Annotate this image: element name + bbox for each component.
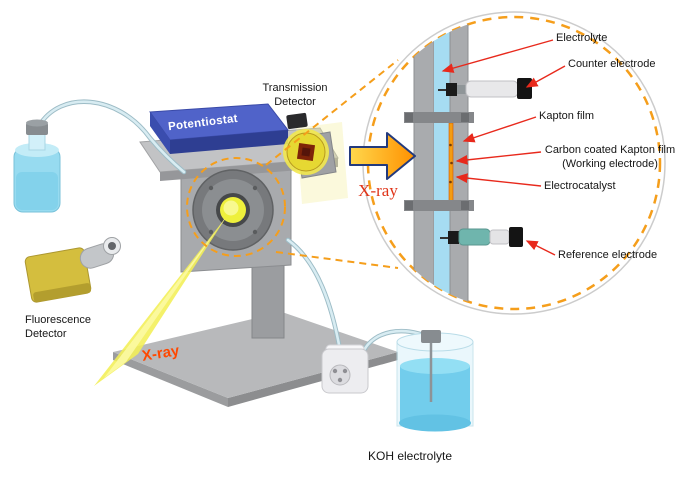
- transmission-detector-label-line1: Transmission: [262, 82, 328, 94]
- magnifier-connector-lines: [265, 59, 399, 269]
- pump: [321, 344, 369, 394]
- electrolyte-bottle-left: [13, 119, 61, 213]
- reference-electrode: [440, 227, 523, 247]
- working-electrode-label: Carbon coated Kapton film (Working elect…: [540, 144, 680, 172]
- fluorescence-detector-label: Fluorescence Detector: [25, 314, 91, 342]
- leader-lines: [441, 39, 566, 256]
- fluorescence-detector-label-line1: Fluorescence: [25, 314, 92, 326]
- fluorescence-detector-label-line2: Detector: [25, 327, 67, 340]
- working-electrode-label-line2: (Working electrode): [562, 157, 658, 170]
- counter-electrode: [438, 78, 532, 99]
- transmission-detector-label-line2: Detector: [274, 95, 316, 108]
- transmission-detector-label: Transmission Detector: [245, 82, 345, 110]
- transmission-detector: [283, 112, 337, 179]
- kapton-film-label: Kapton film: [539, 110, 595, 122]
- koh-electrolyte-label: KOH electrolyte: [368, 449, 453, 463]
- inset-xray-label: X-ray: [358, 181, 398, 200]
- xray-arrow-icon: [349, 132, 416, 180]
- fluorescence-detector: [24, 237, 121, 303]
- reference-electrode-label: Reference electrode: [558, 249, 658, 261]
- working-electrode-label-line1: Carbon coated Kapton film: [544, 144, 676, 156]
- koh-beaker: [396, 330, 474, 432]
- sample-cell-beam-spot: [220, 197, 246, 223]
- electrolyte-label: Electrolyte: [556, 32, 608, 44]
- potentiostat-box: [149, 103, 289, 154]
- magnifier-source-circle: [186, 157, 286, 257]
- electrocatalyst-label: Electrocatalyst: [544, 180, 616, 192]
- counter-electrode-label: Counter electrode: [568, 58, 656, 70]
